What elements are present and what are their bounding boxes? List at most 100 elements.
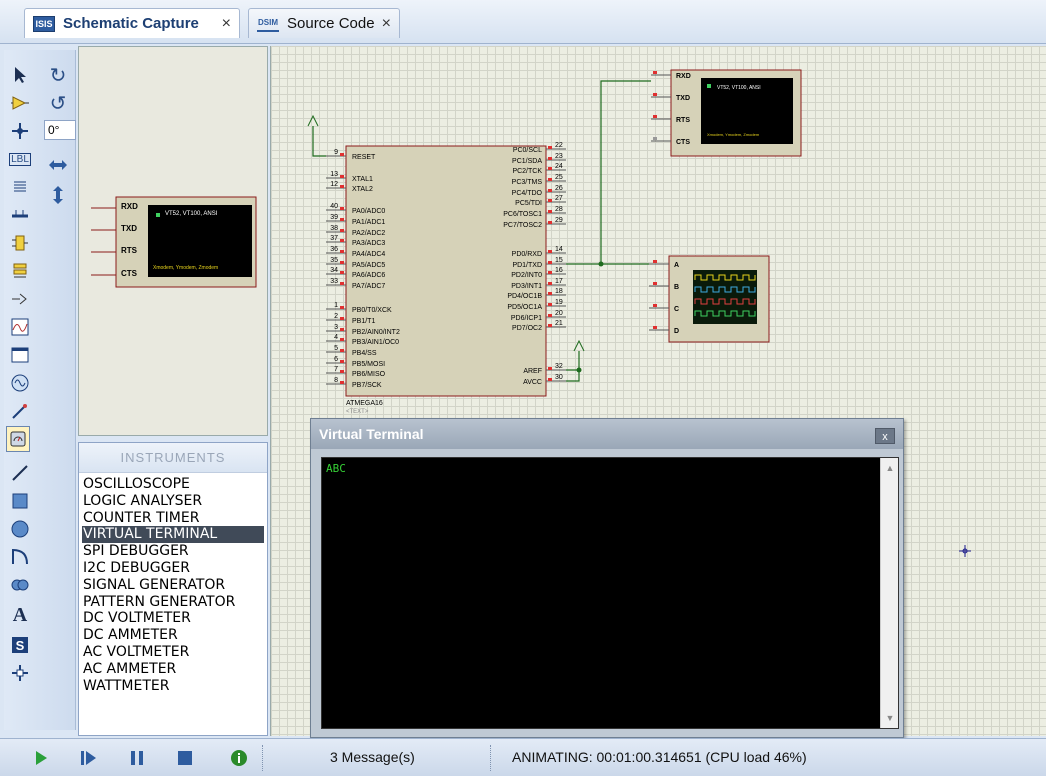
vertical-scrollbar[interactable]: ▲ ▼ bbox=[880, 458, 898, 728]
mcu-pin-name: PC5/TDI bbox=[515, 200, 542, 207]
list-item[interactable]: LOGIC ANALYSER bbox=[83, 492, 203, 509]
preview-pin-label: TXD bbox=[121, 224, 137, 233]
list-item[interactable]: DC VOLTMETER bbox=[83, 610, 191, 627]
generator-mode-icon[interactable] bbox=[8, 370, 32, 396]
pin-marker bbox=[548, 378, 552, 381]
mcu-pin-number: 14 bbox=[555, 246, 563, 253]
mcu-pin-number: 27 bbox=[555, 195, 563, 202]
document-tab-bar: ISIS Schematic Capture × DSIM Source Cod… bbox=[0, 0, 1046, 44]
mcu-pin-number: 7 bbox=[334, 366, 338, 373]
wire-reset bbox=[312, 126, 326, 157]
scope-trace bbox=[694, 286, 756, 293]
mcu-pin-number: 3 bbox=[334, 324, 338, 331]
junction-dot-icon[interactable] bbox=[8, 118, 32, 144]
graph-mode-icon[interactable] bbox=[8, 314, 32, 340]
play-button[interactable] bbox=[28, 746, 54, 770]
mcu-pin-name: PC6/TOSC1 bbox=[503, 211, 542, 218]
list-item[interactable]: SPI DEBUGGER bbox=[83, 543, 189, 560]
close-icon[interactable]: x bbox=[875, 428, 895, 444]
mcu-part-name: ATMEGA16 bbox=[346, 400, 383, 407]
list-item[interactable]: WATTMETER bbox=[83, 677, 170, 694]
pin-marker bbox=[548, 292, 552, 295]
rotate-anticlockwise-icon[interactable]: ↺ bbox=[49, 92, 67, 115]
bus-icon[interactable] bbox=[8, 202, 32, 228]
list-item[interactable]: AC VOLTMETER bbox=[83, 643, 190, 660]
junction-dot bbox=[576, 367, 582, 373]
mcu-pin-number: 8 bbox=[334, 377, 338, 384]
pin-marker bbox=[653, 71, 657, 74]
arc-tool-icon[interactable] bbox=[8, 544, 32, 570]
mcu-pin-number: 22 bbox=[555, 142, 563, 149]
component-mode-icon[interactable] bbox=[8, 90, 32, 116]
terminal-output-area[interactable]: ABC ▲ ▼ bbox=[321, 457, 899, 729]
tab-source-code[interactable]: DSIM Source Code × bbox=[248, 8, 400, 38]
messages-count[interactable]: 3 Message(s) bbox=[330, 749, 415, 765]
pin-marker bbox=[340, 317, 344, 320]
mcu-pin-number: 21 bbox=[555, 320, 563, 327]
pin-marker bbox=[653, 115, 657, 118]
line-tool-icon[interactable] bbox=[8, 460, 32, 486]
info-icon[interactable] bbox=[226, 746, 252, 770]
list-item[interactable]: I2C DEBUGGER bbox=[83, 559, 191, 576]
mcu-pin-name: PA0/ADC0 bbox=[352, 208, 385, 215]
path-tool-icon[interactable] bbox=[8, 572, 32, 598]
device-pins-icon[interactable] bbox=[8, 286, 32, 312]
circle-tool-icon[interactable] bbox=[8, 516, 32, 542]
mcu-pin-name: PB7/SCK bbox=[352, 382, 382, 389]
pin-marker bbox=[548, 189, 552, 192]
wire-label-icon[interactable]: LBL bbox=[9, 152, 31, 166]
mcu-pin-number: 25 bbox=[555, 174, 563, 181]
terminal-pin-label: TXD bbox=[676, 95, 690, 102]
close-tab-icon[interactable]: × bbox=[381, 14, 391, 32]
scroll-down-icon[interactable]: ▼ bbox=[885, 713, 895, 723]
pin-marker bbox=[340, 349, 344, 352]
pin-marker bbox=[548, 303, 552, 306]
rotation-angle-field[interactable]: 0° bbox=[44, 120, 76, 140]
scroll-up-icon[interactable]: ▲ bbox=[885, 463, 895, 473]
rotate-clockwise-icon[interactable]: ↻ bbox=[49, 64, 67, 87]
pin-marker bbox=[340, 370, 344, 373]
pin-marker bbox=[548, 324, 552, 327]
list-item[interactable]: SIGNAL GENERATOR bbox=[83, 576, 226, 593]
mirror-vertical-icon[interactable] bbox=[46, 182, 70, 208]
stop-button[interactable] bbox=[172, 746, 198, 770]
text-tool-icon[interactable]: A bbox=[12, 603, 28, 626]
pin-marker bbox=[340, 153, 344, 156]
tab-label: Source Code bbox=[287, 15, 375, 32]
list-item[interactable]: PATTERN GENERATOR bbox=[83, 593, 236, 610]
scope-trace bbox=[694, 310, 756, 317]
mcu-pin-name: PB4/SS bbox=[352, 350, 377, 357]
selection-mode-icon[interactable] bbox=[8, 62, 32, 88]
subcircuit-icon[interactable] bbox=[8, 230, 32, 256]
mcu-pin-name: PC4/TDO bbox=[512, 190, 543, 197]
mcu-pin-number: 30 bbox=[555, 374, 563, 381]
pin-marker bbox=[548, 199, 552, 202]
marker-tool-icon[interactable] bbox=[8, 660, 32, 686]
pin-marker bbox=[653, 304, 657, 307]
close-tab-icon[interactable]: × bbox=[221, 14, 231, 32]
terminals-mode-icon[interactable] bbox=[8, 258, 32, 284]
window-title[interactable]: Virtual Terminal bbox=[311, 419, 903, 449]
divider bbox=[262, 745, 263, 771]
virtual-instruments-icon[interactable] bbox=[6, 426, 30, 452]
pause-button[interactable] bbox=[124, 746, 150, 770]
symbol-tool-icon[interactable]: S bbox=[8, 632, 32, 658]
pin-marker bbox=[653, 260, 657, 263]
step-button[interactable] bbox=[76, 746, 102, 770]
pin-marker bbox=[653, 93, 657, 96]
list-item[interactable]: DC AMMETER bbox=[83, 627, 178, 644]
voltage-probe-icon[interactable] bbox=[8, 398, 32, 424]
isis-icon: ISIS bbox=[33, 15, 55, 32]
tape-recorder-icon[interactable] bbox=[8, 342, 32, 368]
text-script-icon[interactable] bbox=[8, 174, 32, 200]
mcu-pin-name: PC1/SDA bbox=[512, 158, 542, 165]
list-item-selected[interactable]: VIRTUAL TERMINAL bbox=[82, 526, 264, 544]
box-tool-icon[interactable] bbox=[8, 488, 32, 514]
list-item[interactable]: OSCILLOSCOPE bbox=[83, 476, 190, 492]
list-item[interactable]: AC AMMETER bbox=[83, 660, 177, 677]
mirror-horizontal-icon[interactable] bbox=[46, 152, 70, 178]
overview-preview-pane[interactable]: RXD TXD RTS CTS VT52, VT100, ANSI Xmodem… bbox=[78, 46, 268, 436]
list-item[interactable]: COUNTER TIMER bbox=[83, 509, 200, 526]
pin-marker bbox=[340, 218, 344, 221]
tab-schematic-capture[interactable]: ISIS Schematic Capture × bbox=[24, 8, 240, 38]
